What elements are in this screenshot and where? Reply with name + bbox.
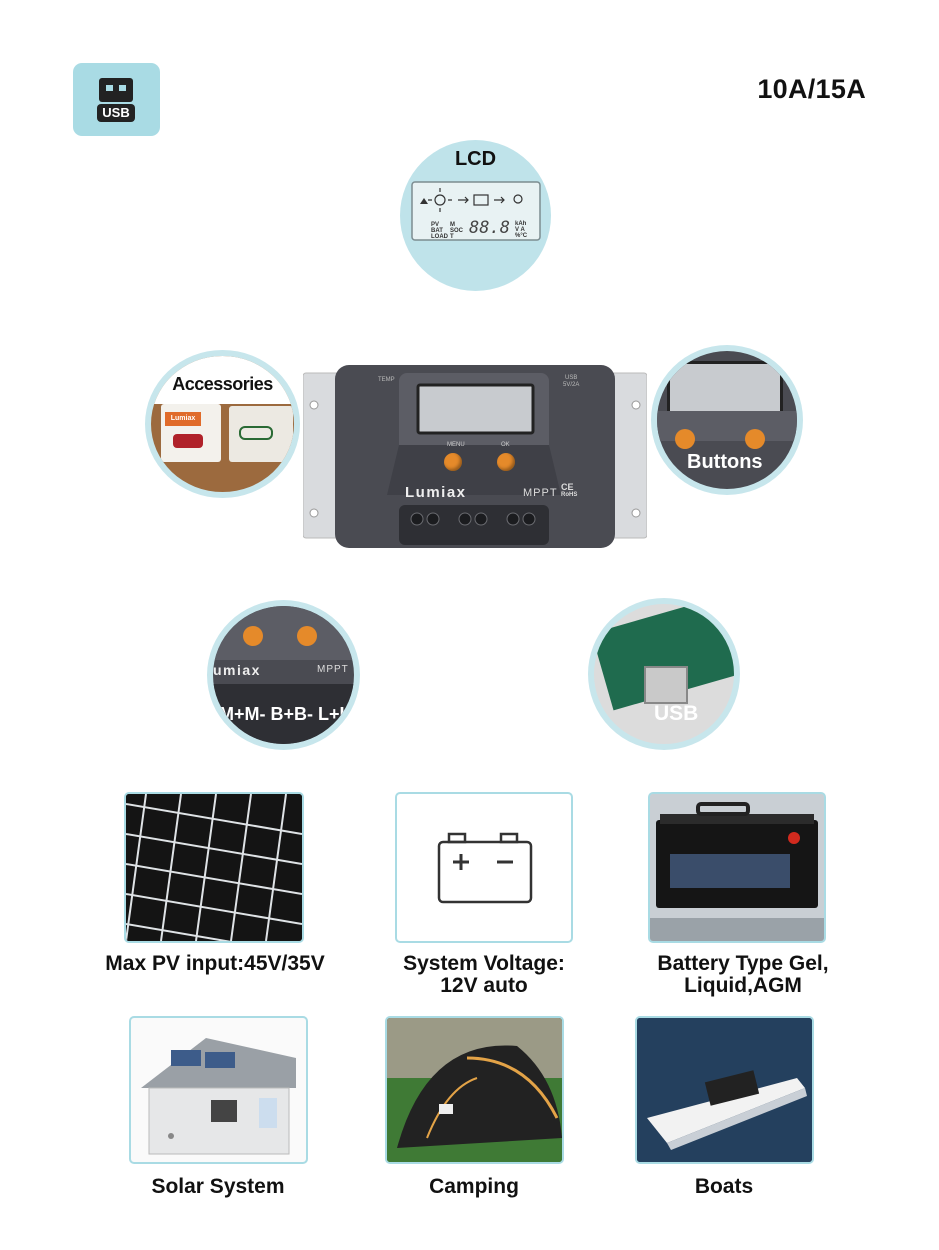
callout-ok-button bbox=[745, 429, 765, 449]
terminals-brand: umiax bbox=[213, 662, 261, 678]
solar-system-caption: Solar System bbox=[151, 1175, 285, 1198]
menu-button[interactable] bbox=[444, 453, 462, 471]
voltage-caption: System Voltage:12V auto bbox=[403, 952, 565, 997]
pv-caption: Max PV input:45V/35V bbox=[105, 952, 325, 975]
usb-icon bbox=[97, 78, 135, 122]
camping-caption: Camping bbox=[429, 1175, 519, 1198]
model-rating: 10A/15A bbox=[757, 74, 866, 104]
battery-type-card bbox=[648, 792, 826, 943]
car-battery-image bbox=[650, 794, 824, 941]
accessories-callout: Accessories Lumiax bbox=[145, 350, 300, 498]
terminals-labels: M+M- B+B- L+L- bbox=[219, 704, 357, 724]
lcd-reading: 88.8 bbox=[469, 218, 510, 238]
battery-icon bbox=[437, 832, 533, 904]
accessory-bag-2 bbox=[229, 406, 293, 462]
boats-card bbox=[635, 1016, 814, 1164]
pv-panel-card bbox=[124, 792, 304, 943]
usb-badge: USB bbox=[73, 63, 160, 136]
boat-image bbox=[637, 1018, 812, 1162]
buttons-callout: Buttons bbox=[651, 345, 803, 495]
camping-card bbox=[385, 1016, 564, 1164]
usb-callout: USB bbox=[588, 598, 740, 750]
usb-port bbox=[644, 666, 688, 704]
solar-system-card bbox=[129, 1016, 308, 1164]
device-brand: Lumiax bbox=[405, 484, 467, 501]
lcd-screen bbox=[411, 181, 541, 241]
terminal-block bbox=[410, 512, 536, 526]
temp-label: TEMP bbox=[378, 377, 395, 383]
callout-menu-button bbox=[675, 429, 695, 449]
ok-button[interactable] bbox=[497, 453, 515, 471]
accessories-title: Accessories bbox=[172, 374, 273, 394]
system-voltage-card bbox=[395, 792, 573, 943]
lcd-title: LCD bbox=[454, 148, 497, 170]
battery-caption: Battery Type Gel,Liquid,AGM bbox=[657, 952, 829, 997]
tent-image bbox=[387, 1018, 562, 1162]
usb-badge-label: USB bbox=[102, 105, 130, 120]
terminal-menu-button bbox=[243, 626, 263, 646]
device-type: MPPT bbox=[523, 487, 558, 499]
menu-label: MENU bbox=[447, 442, 465, 448]
terminal-ok-button bbox=[297, 626, 317, 646]
solar-panel-image bbox=[126, 794, 302, 941]
accessory-brand-label: Lumiax bbox=[165, 412, 201, 426]
usb-title: USB bbox=[654, 702, 699, 725]
house-diagram-image bbox=[141, 1038, 296, 1155]
accessory-bag-1: Lumiax bbox=[161, 404, 221, 462]
boats-caption: Boats bbox=[694, 1175, 754, 1198]
buttons-title: Buttons bbox=[687, 451, 763, 473]
terminals-type: MPPT bbox=[317, 664, 349, 675]
ok-label: OK bbox=[501, 442, 510, 448]
terminals-callout: umiax MPPT M+M- B+B- L+L- bbox=[207, 600, 360, 750]
